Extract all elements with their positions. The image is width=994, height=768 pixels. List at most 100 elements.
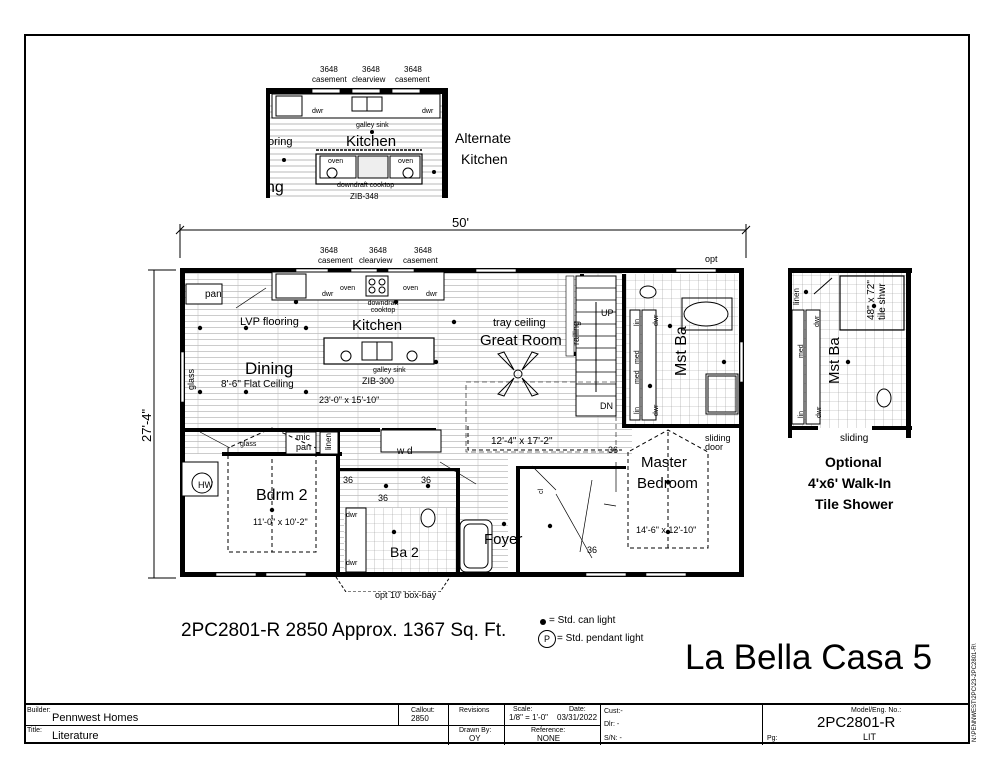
cooktop-label: downdraft cooktop	[367, 300, 399, 314]
med-label-2: med	[634, 370, 641, 384]
reference-label: Reference:	[531, 727, 566, 734]
water-heater-label: HW	[198, 480, 213, 490]
microwave-label: mic	[296, 432, 310, 442]
file-path-label: N:\PENNWEST\2PC\23-2PC2801-R\	[972, 643, 978, 742]
stairs-up-label: UP	[601, 308, 614, 318]
sliding-door-label: sliding door	[705, 433, 731, 452]
alt-kitchen-label: Kitchen	[346, 133, 397, 150]
drawing-sheet	[24, 34, 970, 744]
closet-dim-4: 36	[378, 493, 389, 503]
window-size-1: 3648	[320, 246, 338, 255]
alternate-kitchen-caption-2: Kitchen	[461, 151, 508, 167]
opt-dwr-label-2: dwr	[816, 406, 823, 418]
alt-zib-label: ZIB-348	[350, 192, 379, 201]
window-size-2: 3648	[369, 246, 387, 255]
oven-label-2: oven	[403, 285, 419, 292]
opt-med-label: med	[798, 344, 805, 358]
reference-value: NONE	[537, 734, 561, 743]
closet-dim-2: 36	[587, 545, 598, 555]
scale-value: 1/8" = 1'-0"	[509, 713, 549, 722]
drawn-by-label: Drawn By:	[459, 727, 492, 734]
dwr-label-4: dwr	[653, 404, 660, 416]
alt-dwr-label: dwr	[312, 108, 324, 115]
tile-shower-label: 48" x 72" tile shwr	[866, 280, 888, 320]
opt-dwr-label: dwr	[814, 315, 821, 327]
window-type-3: casement	[403, 256, 438, 265]
dining-size-label: 23'-0" x 15'-10"	[319, 395, 380, 405]
flooring-label: LVP flooring	[240, 316, 299, 328]
window-type-1: casement	[318, 256, 353, 265]
pantry-label: pan	[205, 289, 222, 300]
model-no-value: 2PC2801-R	[817, 714, 896, 731]
date-label: Date:	[569, 706, 586, 713]
railing-label: railing	[571, 320, 581, 345]
dining-ceiling-label: 8'-6" Flat Ceiling	[221, 379, 294, 390]
builder-value: Pennwest Homes	[52, 712, 139, 724]
pendant-light-symbol: P	[538, 630, 556, 648]
master-size: 14'-6" x 12'-10"	[636, 525, 697, 535]
opt-master-bath-label: Mst Ba	[826, 337, 843, 384]
bedroom-2-size: 11'-0" x 10'-2"	[253, 517, 308, 527]
optional-caption-3: Tile Shower	[815, 496, 894, 512]
closet-dim-5: 36	[421, 475, 432, 485]
lin-label-2: lin	[634, 406, 641, 414]
bedroom-label: Bedroom	[637, 475, 698, 492]
dimension-lines	[148, 224, 751, 579]
bedroom-2-label: Bdrm 2	[256, 487, 308, 504]
serial-field: S/N: -	[604, 735, 622, 742]
alternate-kitchen-caption: Alternate	[455, 130, 512, 146]
lin-label-1: lin	[634, 318, 641, 326]
optional-caption-2: 4'x6' Walk-In	[808, 475, 892, 491]
dwr-label-3: dwr	[653, 314, 660, 326]
revisions-label: Revisions	[459, 707, 490, 714]
great-room-size: 12'-4" x 17'-2"	[491, 436, 553, 447]
zib-label: ZIB-300	[362, 376, 395, 386]
washer-dryer-label: w d	[397, 446, 413, 457]
alt-galley-sink-label: galley sink	[356, 122, 389, 129]
pendant-light-legend: = Std. pendant light	[557, 633, 644, 644]
dwr-label-1: dwr	[322, 291, 334, 298]
optional-shower-plan	[788, 268, 912, 438]
alt-window-type-1: casement	[312, 75, 347, 84]
can-light-symbol	[540, 619, 546, 625]
customer-field: Cust:-	[604, 708, 623, 715]
opt-sliding-label: sliding	[840, 433, 869, 444]
depth-dimension: 27'-4"	[139, 408, 154, 442]
title-label: Title:	[27, 727, 42, 734]
glass-label: glass	[186, 368, 196, 390]
scale-label: Scale:	[513, 706, 533, 713]
great-room-label: Great Room	[480, 332, 562, 349]
callout-value: 2850	[411, 714, 429, 723]
main-floor-plan	[180, 268, 744, 592]
lit-value: LIT	[863, 732, 877, 742]
alt-window-size-1: 3648	[320, 65, 338, 74]
alternate-kitchen-plan	[266, 88, 448, 198]
window-type-2: clearview	[359, 256, 393, 265]
med-label-1: med	[634, 350, 641, 364]
tray-ceiling-label: tray ceiling	[493, 317, 546, 329]
closet-label: cl	[538, 488, 545, 494]
alt-dining-label-fragment: ng	[266, 179, 284, 196]
opt-lin-label: lin	[798, 410, 805, 418]
alt-flooring-label: oring	[268, 136, 293, 148]
alt-oven-label-2: oven	[398, 158, 414, 165]
bath-2-label: Ba 2	[390, 544, 419, 560]
title-block: Builder: Pennwest Homes Title: Literatur…	[24, 703, 970, 745]
glass-label-2: glass	[240, 441, 257, 448]
window-size-3: 3648	[414, 246, 432, 255]
alt-window-size-2: 3648	[362, 65, 380, 74]
master-label: Master	[641, 454, 687, 471]
dealer-field: Dlr: -	[604, 721, 620, 728]
oven-label-1: oven	[340, 285, 356, 292]
opt-linen-label: linen	[792, 288, 801, 305]
home-model-name: La Bella Casa 5	[685, 638, 933, 677]
alt-window-size-3: 3648	[404, 65, 422, 74]
callout-label: Callout:	[411, 707, 435, 714]
drawn-by-value: OY	[469, 734, 481, 743]
linen-label: linen	[324, 433, 333, 450]
page-label: Pg:	[767, 735, 778, 742]
stairs-down-label: DN	[600, 401, 613, 411]
dwr-label-2: dwr	[426, 291, 438, 298]
foyer-label: Foyer	[484, 531, 523, 548]
opt-window-label: opt	[705, 254, 718, 264]
